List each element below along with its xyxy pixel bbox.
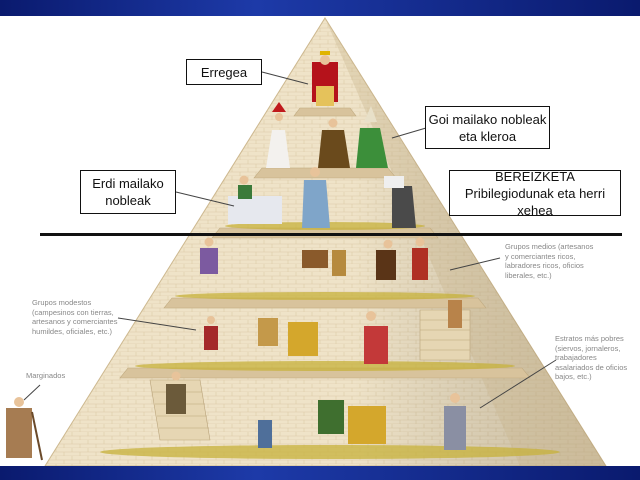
privilege-title: BEREIZKETA (495, 168, 575, 184)
poorest-note: Estratos más pobres (siervos, jornaleros… (555, 334, 628, 381)
privilege-subtitle: Pribilegiodunak eta herri xehea (464, 185, 606, 218)
high-nobility-figures (266, 102, 388, 168)
high-nobility-line-1: Goi mailako nobleak (428, 111, 547, 127)
privilege-division-label: BEREIZKETA Pribilegiodunak eta herri xeh… (449, 168, 621, 218)
mid-nobility-label: Erdi mailako nobleak (80, 170, 176, 214)
king-label-text: Erregea (200, 64, 248, 80)
middle-groups-note: Grupos medios (artesanos y comerciantes … (505, 242, 594, 280)
connector-lines (23, 71, 557, 409)
mid-nobility-figures (228, 167, 416, 228)
modest-groups-note: Grupos modestos (campesinos con tierras,… (32, 298, 118, 336)
mid-nobility-line-1: Erdi mailako (92, 176, 164, 191)
top-frame-bar (0, 0, 640, 16)
middle-group-figures (200, 237, 428, 280)
king-figure (312, 51, 338, 106)
high-nobility-line-2: eta kleroa (458, 128, 517, 144)
privilege-divider-line (40, 233, 622, 236)
modest-group-figures (204, 300, 462, 364)
marginalized-note: Marginados (26, 371, 66, 380)
poor-group-figures (166, 371, 466, 450)
mid-nobility-line-2: nobleak (105, 193, 151, 208)
high-nobility-label: Goi mailako nobleak eta kleroa (425, 106, 550, 149)
king-label: Erregea (186, 59, 262, 85)
marginalized-figure (6, 397, 43, 461)
bottom-frame-bar (0, 466, 640, 480)
